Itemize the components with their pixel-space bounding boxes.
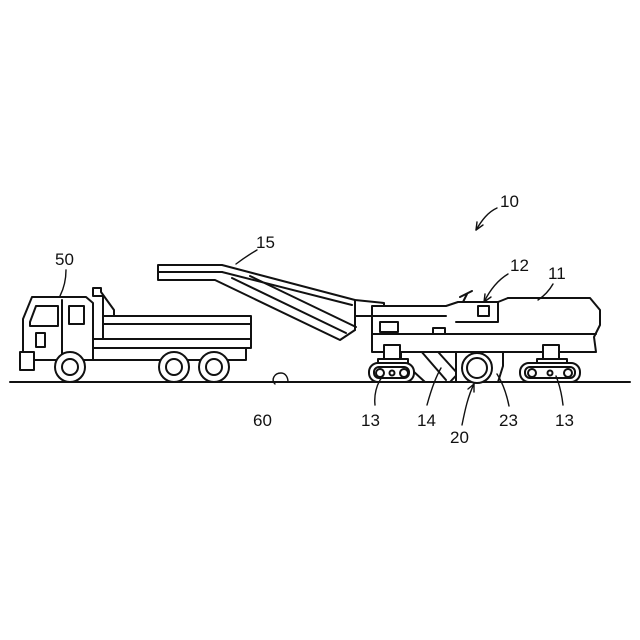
label-13-rear: 13: [555, 411, 574, 430]
label-15: 15: [256, 233, 275, 252]
label-23: 23: [499, 411, 518, 430]
label-13-front: 13: [361, 411, 380, 430]
label-20: 20: [450, 428, 469, 447]
milling-machine: [369, 291, 600, 383]
label-11: 11: [548, 264, 566, 283]
label-60: 60: [253, 411, 272, 430]
label-12: 12: [510, 256, 529, 275]
label-14: 14: [417, 411, 436, 430]
label-10: 10: [500, 192, 519, 211]
label-50: 50: [55, 250, 74, 269]
dump-truck: [20, 288, 251, 382]
